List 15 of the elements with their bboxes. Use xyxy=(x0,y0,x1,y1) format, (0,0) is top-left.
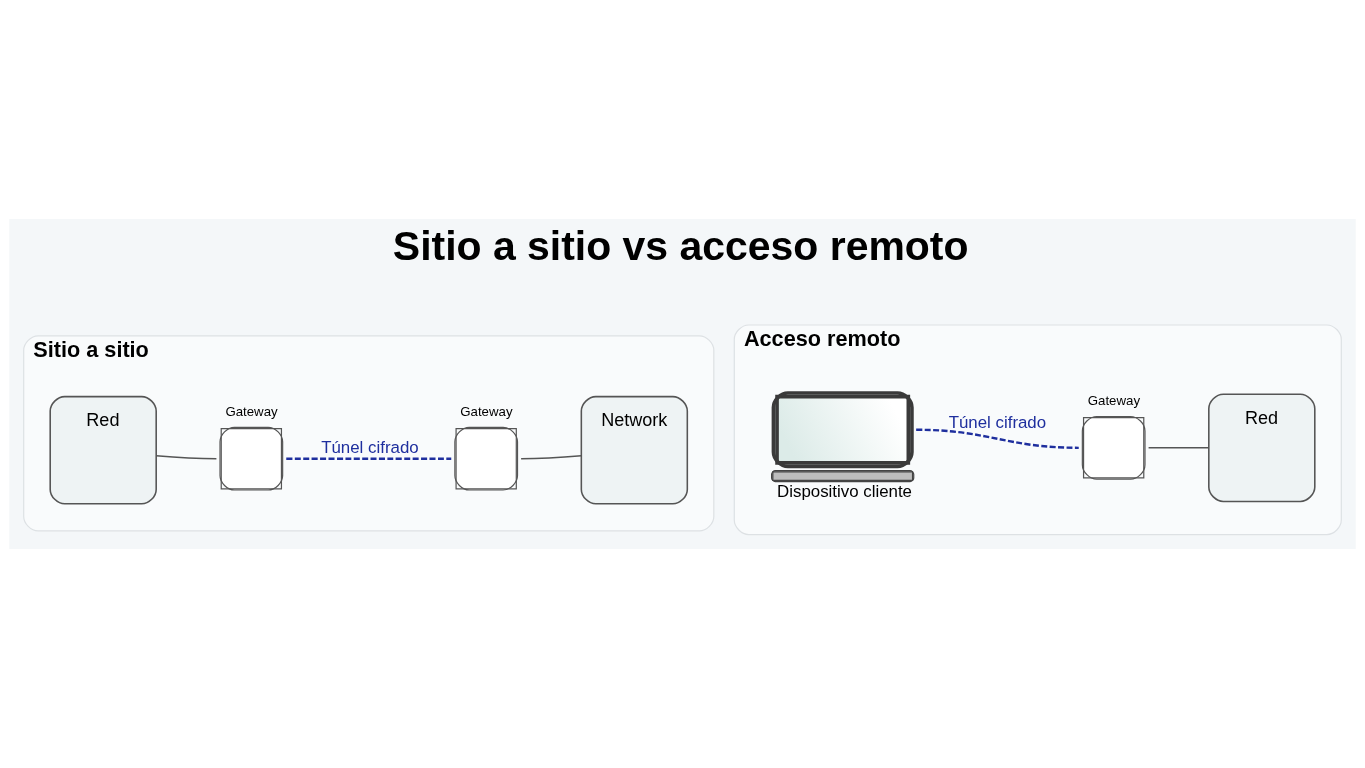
connector xyxy=(520,455,583,460)
node-label: Gateway xyxy=(225,404,278,420)
diagram-title: Sitio a sitio vs acceso remoto xyxy=(392,223,969,270)
connector xyxy=(286,457,452,460)
edge-label: Túnel cifrado xyxy=(321,437,419,457)
node-box: Network xyxy=(580,395,689,505)
node-label: Gateway xyxy=(1087,393,1141,409)
node-box: Red xyxy=(49,395,157,505)
node-box: Red xyxy=(1208,393,1316,503)
edge-label: Túnel cifrado xyxy=(948,412,1047,432)
connector xyxy=(1147,447,1210,449)
node-label: Gateway xyxy=(460,404,513,420)
connector xyxy=(155,455,218,460)
connector xyxy=(916,428,1079,450)
node-label: Dispositivo cliente xyxy=(777,482,912,502)
